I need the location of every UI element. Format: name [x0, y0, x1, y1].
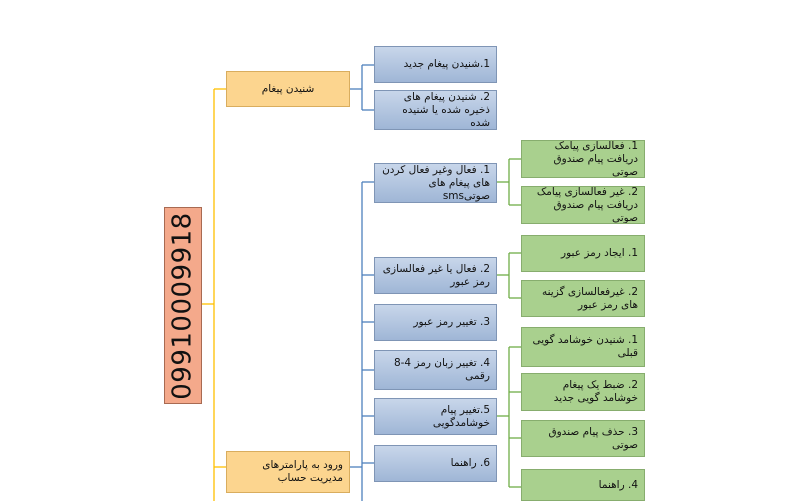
account-item-sms: 1. فعال وغیر فعال کردن های پیغام های صوت… [374, 163, 497, 203]
item-label: 1. فعالسازی پیامک دریافت پیام صندوق صوتی [553, 140, 638, 178]
account-item-help: 6. راهنما [374, 445, 497, 482]
listen-item-new-messages: 1.شنیدن پیغام جدید [374, 46, 497, 83]
listen-item-saved-messages: 2. شنیدن پیغام های ذخیره شده یا شنیده شد… [374, 90, 497, 130]
password-item-disable: 2. غیرفعالسازی گزینه های رمز عبور [521, 280, 645, 317]
greeting-item-listen: 1. شنیدن خوشامد گویی قبلی [521, 327, 645, 367]
branch-label: ورود به پارامترهای مدیریت حساب [262, 459, 343, 484]
item-label: 2. ضبط یک پیغام خوشامد گویی جدید [553, 379, 638, 404]
account-item-change-language: 4. تغییر زبان رمز 4-8 رقمی [374, 350, 497, 390]
greeting-item-help: 4. راهنما [521, 469, 645, 501]
item-label: 2. شنیدن پیغام های ذخیره شده یا شنیده شد… [402, 90, 490, 129]
root-label: 09910009918 [168, 211, 198, 400]
root-connectors [202, 88, 226, 501]
item-label: 1. شنیدن خوشامد گویی قبلی [532, 334, 638, 359]
item-label: 1. ایجاد رمز عبور [561, 247, 638, 259]
item-label: 3. حذف پیام صندوق صوتی [548, 425, 638, 451]
item-label: 2. غیر فعالسازی پیامک دریافت پیام صندوق … [536, 186, 638, 224]
sub-connectors [497, 158, 521, 488]
root-node: 09910009918 [164, 207, 202, 404]
item-label: 2. فعال یا غیر فعالسازی رمز عبور [382, 262, 490, 288]
branch-listen-messages: شنیدن پیغام [226, 71, 350, 107]
branch-account-settings: ورود به پارامترهای مدیریت حساب [226, 451, 350, 493]
greeting-item-record: 2. ضبط یک پیغام خوشامد گویی جدید [521, 373, 645, 411]
branch-connectors [350, 64, 374, 501]
item-label: 1.شنیدن پیغام جدید [403, 58, 490, 70]
sms-item-disable: 2. غیر فعالسازی پیامک دریافت پیام صندوق … [521, 186, 645, 224]
password-item-create: 1. ایجاد رمز عبور [521, 235, 645, 272]
item-label: 2. غیرفعالسازی گزینه های رمز عبور [541, 285, 638, 311]
account-item-change-password: 3. تغییر رمز عبور [374, 304, 497, 341]
item-label: 6. راهنما [450, 457, 490, 469]
item-label: 5.تغییر پیام خوشامدگویی [432, 403, 490, 429]
branch-label: شنیدن پیغام [261, 82, 315, 95]
item-label: 4. تغییر زبان رمز 4-8 رقمی [393, 357, 490, 382]
account-item-change-greeting: 5.تغییر پیام خوشامدگویی [374, 398, 497, 435]
greeting-item-delete: 3. حذف پیام صندوق صوتی [521, 420, 645, 457]
item-label: 4. راهنما [598, 478, 638, 491]
item-label: 3. تغییر رمز عبور [413, 316, 490, 328]
account-item-password-toggle: 2. فعال یا غیر فعالسازی رمز عبور [374, 257, 497, 294]
item-label: 1. فعال وغیر فعال کردن های پیغام های صوت… [382, 163, 490, 202]
sms-item-enable: 1. فعالسازی پیامک دریافت پیام صندوق صوتی [521, 140, 645, 178]
